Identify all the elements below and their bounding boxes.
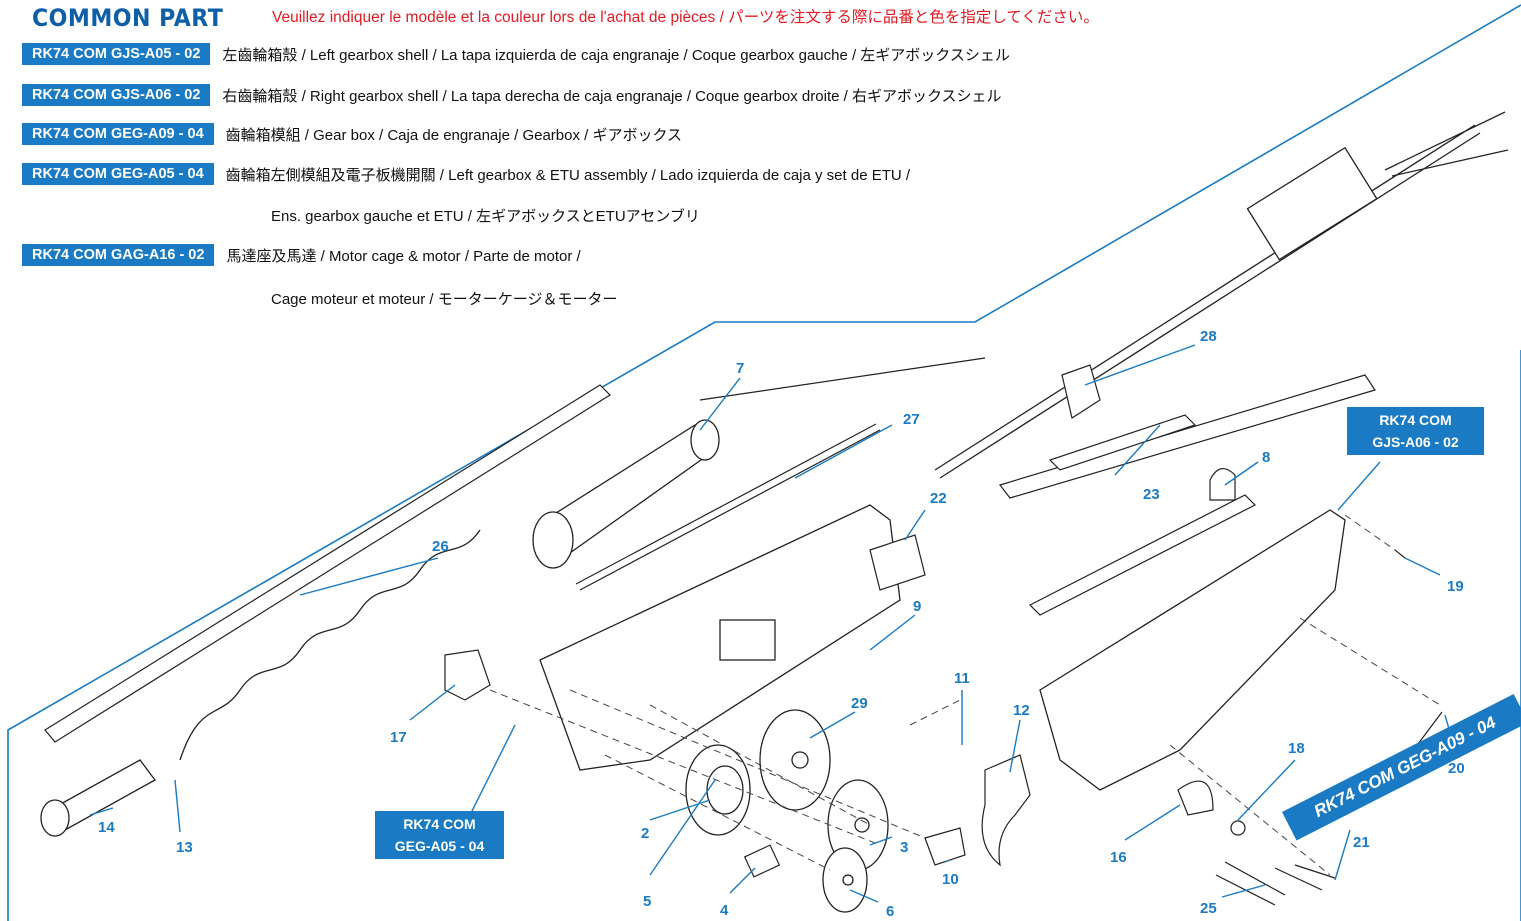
part-label-11: 11 bbox=[954, 670, 970, 687]
part-description: 齒輪箱左側模組及電子板機開關 / Left gearbox & ETU asse… bbox=[225, 166, 911, 184]
part-description-continued: Cage moteur et moteur / モーターケージ＆モーター bbox=[271, 291, 618, 308]
part-label-18: 18 bbox=[1288, 740, 1305, 757]
part-16-gear-half bbox=[1177, 780, 1214, 816]
part-label-5: 5 bbox=[643, 893, 651, 910]
part-label-27: 27 bbox=[903, 411, 920, 428]
part-row-left-shell: RK74 COM GJS-A05 - 02 左齒輪箱殼 / Left gearb… bbox=[22, 43, 1010, 65]
callout-right-shell: RK74 COM GJS-A06 - 02 bbox=[1347, 407, 1484, 455]
part-13-spring bbox=[179, 529, 481, 761]
callout-line: RK74 COM bbox=[1379, 412, 1452, 428]
page-title: COMMON PART bbox=[32, 4, 224, 32]
part-29-gear bbox=[759, 709, 831, 811]
part-label-29: 29 bbox=[851, 695, 868, 712]
part-label-12: 12 bbox=[1013, 702, 1030, 719]
part-code: RK74 COM GJS-A05 - 02 bbox=[22, 43, 211, 65]
part-label-14: 14 bbox=[98, 819, 115, 836]
part-label-28: 28 bbox=[1200, 328, 1217, 345]
part-row-left-gearbox-etu: RK74 COM GEG-A05 - 04 齒輪箱左側模組及電子板機開關 / L… bbox=[22, 163, 910, 185]
part-14-piston bbox=[40, 759, 156, 837]
part-label-17: 17 bbox=[390, 729, 407, 746]
part-row-motor-cage: RK74 COM GAG-A16 - 02 馬達座及馬達 / Motor cag… bbox=[22, 244, 581, 266]
part-label-2: 2 bbox=[641, 825, 649, 842]
part-code: RK74 COM GEG-A05 - 04 bbox=[22, 163, 214, 185]
part-label-7: 7 bbox=[736, 360, 744, 377]
part-label-22: 22 bbox=[930, 490, 947, 507]
part-code: RK74 COM GEG-A09 - 04 bbox=[22, 123, 214, 145]
part-label-26: 26 bbox=[432, 538, 449, 555]
part-row-right-shell: RK74 COM GJS-A06 - 02 右齒輪箱殼 / Right gear… bbox=[22, 84, 1002, 106]
part-28-clip bbox=[1061, 364, 1101, 419]
part-12-trigger bbox=[981, 754, 1031, 867]
part-label-20: 20 bbox=[1448, 760, 1465, 777]
part-label-9: 9 bbox=[913, 598, 921, 615]
part-label-19: 19 bbox=[1447, 578, 1464, 595]
part-label-21: 21 bbox=[1353, 834, 1370, 851]
part-label-8: 8 bbox=[1262, 449, 1270, 466]
part-description: 左齒輪箱殼 / Left gearbox shell / La tapa izq… bbox=[222, 46, 1010, 64]
part-label-23: 23 bbox=[1143, 486, 1160, 503]
part-label-16: 16 bbox=[1110, 849, 1127, 866]
part-26-rod bbox=[44, 384, 611, 743]
part-row-gearbox: RK74 COM GEG-A09 - 04 齒輪箱模組 / Gear box /… bbox=[22, 123, 682, 145]
part-27-wires bbox=[575, 357, 986, 591]
part-2-gear bbox=[685, 744, 751, 836]
frame-line bbox=[7, 4, 1521, 921]
part-label-6: 6 bbox=[886, 903, 894, 920]
part-17-piston-head bbox=[444, 649, 491, 701]
wiring-harness bbox=[934, 111, 1509, 479]
part-4-pin bbox=[743, 844, 781, 878]
leader-lines bbox=[89, 344, 1456, 903]
right-gearbox-shell bbox=[1039, 509, 1346, 791]
callout-line: GJS-A06 - 02 bbox=[1372, 434, 1459, 450]
order-notice: Veuillez indiquer le modèle et la couleu… bbox=[272, 9, 1099, 26]
part-10-selector bbox=[924, 827, 966, 866]
part-description-continued: Ens. gearbox gauche et ETU / 左ギアボックスとETU… bbox=[271, 208, 700, 225]
part-description: 右齒輪箱殼 / Right gearbox shell / La tapa de… bbox=[222, 87, 1002, 105]
part-8-cutoff-plate bbox=[1028, 468, 1257, 616]
part-23-trigger-plate bbox=[998, 374, 1376, 499]
part-label-25: 25 bbox=[1200, 900, 1217, 917]
part-6-gear bbox=[822, 847, 868, 913]
part-label-13: 13 bbox=[176, 839, 193, 856]
part-7-motor bbox=[532, 419, 720, 569]
left-gearbox-shell bbox=[539, 504, 901, 771]
callout-left-assembly: RK74 COM GEG-A05 - 04 bbox=[375, 811, 504, 859]
part-code: RK74 COM GAG-A16 - 02 bbox=[22, 244, 215, 266]
part-description: 齒輪箱模組 / Gear box / Caja de engranaje / G… bbox=[225, 126, 683, 144]
callout-line: RK74 COM bbox=[403, 816, 476, 832]
part-22-bracket bbox=[869, 534, 926, 591]
part-description: 馬達座及馬達 / Motor cage & motor / Parte de m… bbox=[226, 247, 581, 265]
part-label-10: 10 bbox=[942, 871, 959, 888]
part-code: RK74 COM GJS-A06 - 02 bbox=[22, 84, 211, 106]
part-label-4: 4 bbox=[720, 902, 729, 919]
callout-line: GEG-A05 - 04 bbox=[394, 838, 485, 854]
part-label-3: 3 bbox=[900, 839, 908, 856]
assembly-guide-lines bbox=[489, 514, 1441, 876]
